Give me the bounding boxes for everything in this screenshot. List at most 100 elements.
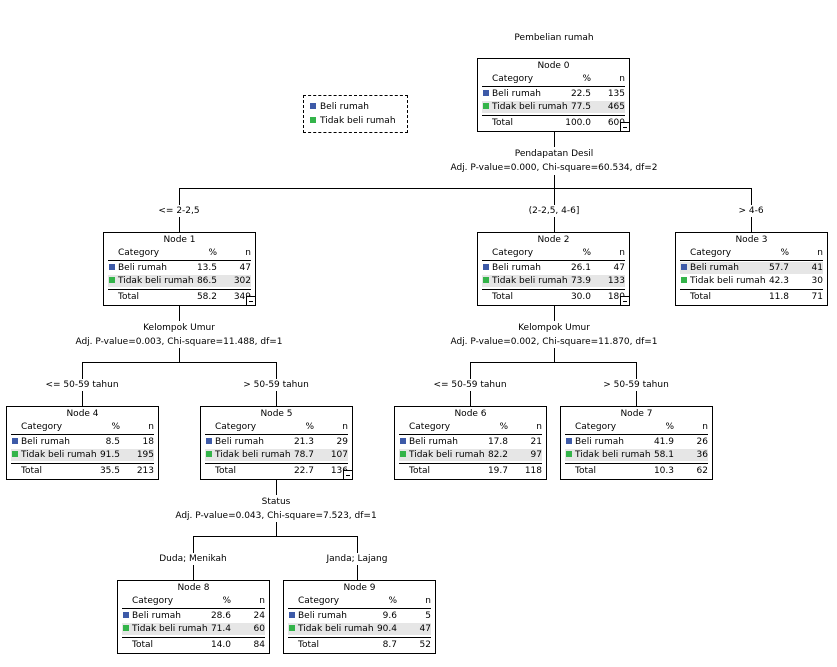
total-pct: 19.7 [487,466,508,476]
total-rule [399,463,542,464]
node-header-row: Category%n [680,247,823,259]
split-variable-node1: Kelompok Umur [143,323,215,333]
header-n: n [536,422,542,432]
category-n: 21 [530,437,542,447]
category-label: Beli rumah [132,611,181,621]
category-pct: 22.5 [570,89,591,99]
category-n: 195 [136,450,154,460]
split-variable-root: Pendapatan Desil [514,149,594,159]
total-n: 84 [253,640,265,650]
category-n: 18 [142,437,154,447]
total-rule [482,289,625,290]
total-pct: 10.3 [653,466,674,476]
category-pct: 26.1 [570,263,591,273]
category-pct: 82.2 [487,450,508,460]
total-label: Total [492,118,514,128]
branch-label-node2: (2-2,5, 4-6] [528,206,580,216]
header-n: n [817,248,823,258]
category-swatch [206,438,212,444]
category-pct: 17.8 [487,437,508,447]
header-n: n [425,596,431,606]
total-rule [11,463,154,464]
category-swatch [123,625,129,631]
header-rule [565,434,708,435]
category-pct: 90.4 [376,624,397,634]
node-header-row: Category%n [108,247,251,259]
category-swatch [12,451,18,457]
split-stats-node2: Adj. P-value=0.002, Chi-square=11.870, d… [450,337,658,347]
node-header-row: Category% n [482,73,625,85]
node-header-row: Category%n [399,421,542,433]
category-n: 41 [811,263,823,273]
node-title: Node 4 [66,409,99,419]
header-rule [399,434,542,435]
legend: Beli rumah Tidak beli rumah [303,95,408,133]
collapse-toggle-icon[interactable] [246,296,256,306]
category-pct: 77.5 [570,102,591,112]
total-n: 52 [419,640,431,650]
category-n: 5 [425,611,431,621]
header-category: Category [492,74,534,84]
category-n: 29 [336,437,348,447]
total-rule [122,637,265,638]
header-n: n [342,422,348,432]
header-pct: % [208,248,217,258]
category-n: 24 [253,611,265,621]
category-label: Tidak beli rumah [492,102,568,112]
category-n: 47 [419,624,431,634]
header-category: Category [575,422,617,432]
total-n: 180 [607,292,625,302]
category-n: 26 [696,437,708,447]
header-n: n [619,74,625,84]
total-n: 600 [607,118,625,128]
collapse-toggle-icon[interactable] [620,296,630,306]
tree-title: Pembelian rumah [514,33,594,43]
category-label: Tidak beli rumah [690,276,766,286]
header-rule [288,608,431,609]
category-n: 47 [613,263,625,273]
category-pct: 28.6 [210,611,231,621]
total-label: Total [409,466,431,476]
branch-label-node5: > 50-59 tahun [243,380,309,390]
category-pct: 21.3 [293,437,314,447]
category-label: Beli rumah [298,611,347,621]
header-pct: % [582,248,591,258]
total-n: 349 [233,292,251,302]
category-swatch [289,625,295,631]
header-rule [11,434,154,435]
node-title: Node 3 [735,235,768,245]
category-label: Tidak beli rumah [409,450,485,460]
total-rule [108,289,251,290]
category-label: Tidak beli rumah [21,450,97,460]
total-rule [205,463,348,464]
collapse-toggle-icon[interactable] [343,470,353,480]
total-n: 136 [330,466,348,476]
category-n: 302 [233,276,251,286]
category-swatch [109,277,115,283]
category-swatch [681,264,687,270]
node-title: Node 2 [537,235,570,245]
header-rule [482,86,625,87]
header-pct: % [582,74,591,84]
collapse-toggle-icon[interactable] [620,122,630,132]
category-swatch [681,277,687,283]
total-label: Total [215,466,237,476]
category-label: Beli rumah [118,263,167,273]
